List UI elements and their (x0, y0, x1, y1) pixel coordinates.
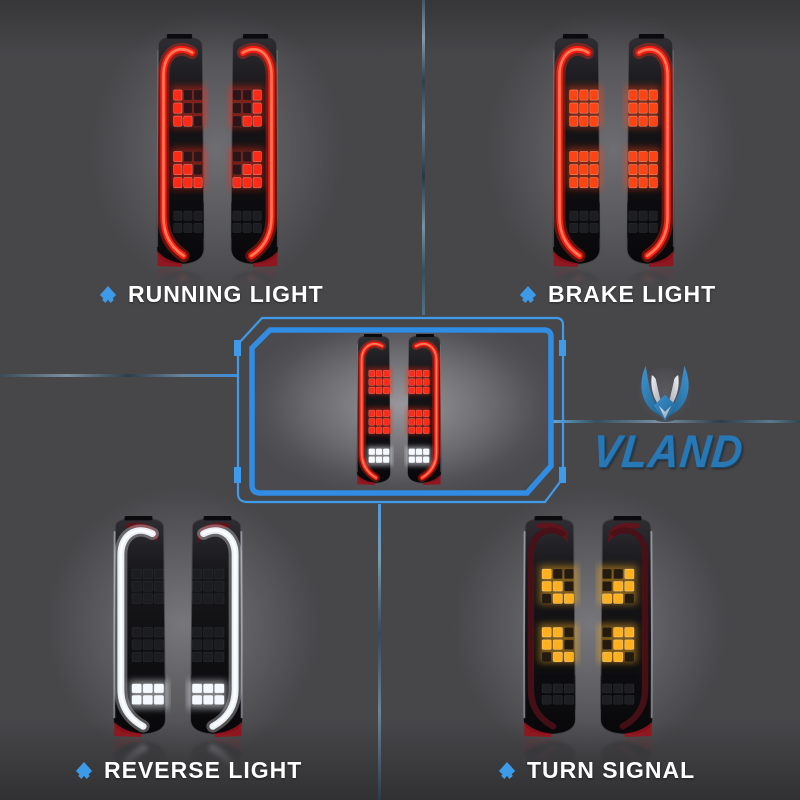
divider-line-right (552, 420, 800, 423)
chevron-up-icon (75, 760, 93, 781)
section-running-light: RUNNING LIGHT (0, 0, 400, 340)
taillight-reflection (516, 738, 660, 778)
taillight-right (624, 34, 675, 267)
label-text: RUNNING LIGHT (128, 281, 324, 307)
taillight-left (112, 738, 169, 778)
vland-wordmark: VLAND (590, 425, 746, 477)
label-text: REVERSE LIGHT (104, 757, 303, 783)
taillight-reflection (150, 268, 285, 288)
section-reverse-light: REVERSE LIGHT (0, 480, 400, 800)
chevron-up-icon (519, 284, 537, 305)
taillight-right (187, 516, 244, 737)
divider-line-bottom (378, 504, 381, 800)
taillight-pair (516, 516, 660, 737)
section-label-reverse-light: REVERSE LIGHT (75, 757, 302, 784)
taillight-pair (150, 34, 285, 267)
center-frame-background (255, 333, 549, 490)
section-label-running-light: RUNNING LIGHT (99, 281, 324, 308)
label-text: BRAKE LIGHT (548, 281, 717, 307)
taillight-left (156, 268, 205, 288)
taillight-left (552, 34, 603, 267)
center-frame (230, 310, 575, 510)
taillight-left (552, 268, 601, 288)
taillight-left (522, 516, 579, 737)
section-brake-light: BRAKE LIGHT (400, 0, 800, 340)
tech-frame-border (234, 316, 566, 504)
taillight-right (600, 738, 654, 778)
taillight-right (597, 516, 654, 737)
taillight-reflection (106, 738, 250, 778)
vland-emblem-icon (637, 366, 693, 422)
taillight-right (626, 268, 675, 288)
taillight-pair-center (352, 334, 446, 485)
divider-line-left (0, 374, 238, 377)
chevron-up-icon (99, 284, 117, 305)
taillight-left (356, 334, 393, 485)
taillight-left (112, 516, 169, 737)
taillight-reflection (546, 268, 681, 288)
label-text: TURN SIGNAL (527, 757, 696, 783)
taillight-right (405, 334, 442, 485)
taillight-pair (106, 516, 250, 737)
taillight-right (228, 34, 279, 267)
taillight-pair (546, 34, 681, 267)
taillight-left (156, 34, 207, 267)
taillight-right (230, 268, 279, 288)
section-turn-signal: TURN SIGNAL (400, 480, 800, 800)
section-label-brake-light: BRAKE LIGHT (519, 281, 716, 308)
taillight-right (187, 738, 244, 778)
chevron-up-icon (498, 760, 516, 781)
divider-line-top (422, 0, 425, 315)
taillight-left (522, 738, 576, 778)
section-label-turn-signal: TURN SIGNAL (498, 757, 695, 784)
